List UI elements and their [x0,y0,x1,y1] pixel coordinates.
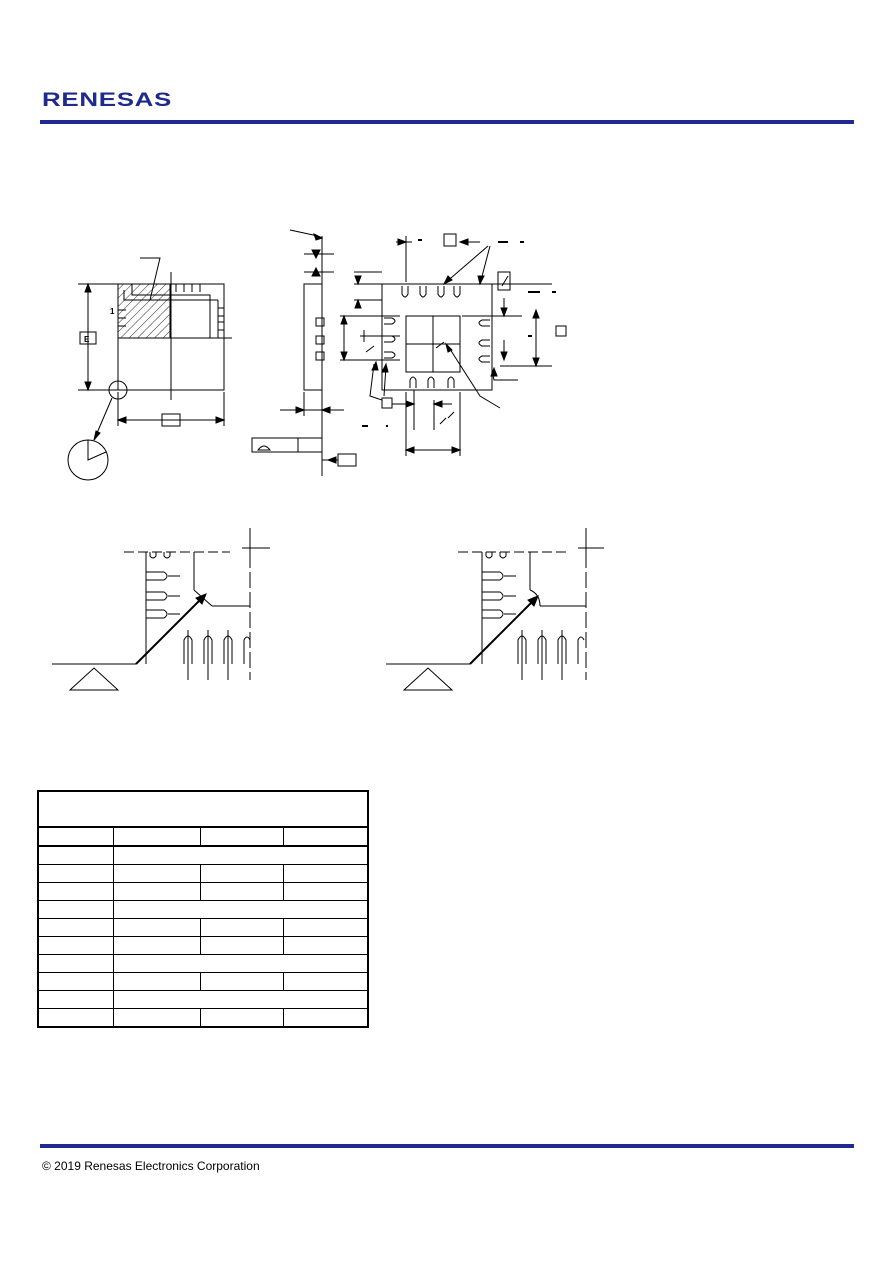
top-view [67,257,232,481]
header-rule [40,120,854,124]
detail-view-a [52,528,270,691]
table-row [37,1008,369,1028]
table-row [37,845,369,865]
table-header-cell [200,826,284,847]
table-row [37,972,369,991]
pin1-label: 1 [110,307,115,316]
table-header-cell [37,826,114,847]
detail-view-b [386,528,604,691]
e-dimension-label: E [84,335,90,344]
table-row [37,954,369,973]
table-header-cell [113,826,201,847]
table-row [37,990,369,1009]
table-row [37,900,369,919]
table-header-cell [283,826,369,847]
table-title-cell [37,790,369,828]
table-row [37,936,369,955]
side-view [251,229,357,476]
dimension-table [37,790,369,1028]
footer-rule [40,1144,854,1148]
table-row [37,864,369,883]
brand-text: RENESAS [42,90,172,110]
copyright-text: © 2019 Renesas Electronics Corporation [42,1159,260,1173]
table-row [37,882,369,901]
bottom-view [340,233,567,456]
table-row [37,918,369,937]
renesas-logo-icon: RENESAS [42,90,172,110]
